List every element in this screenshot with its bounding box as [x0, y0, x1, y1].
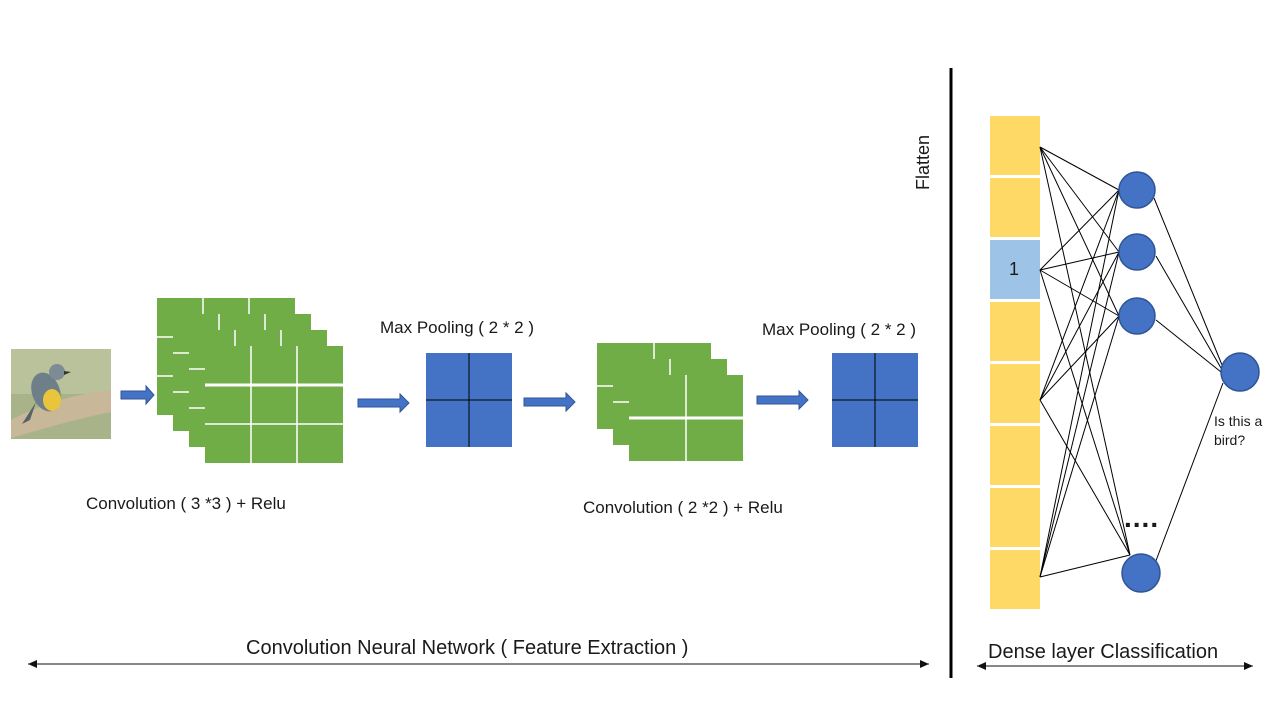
dense-connections: [1039, 146, 1224, 578]
pool2-label: Max Pooling ( 2 * 2 ): [762, 320, 917, 339]
flatten-cell-value: 1: [1009, 259, 1020, 279]
pool2-output: [832, 353, 918, 447]
flatten-label: Flatten: [913, 134, 934, 191]
hidden-neuron: [1121, 553, 1161, 593]
flatten-vector: [990, 116, 1040, 609]
flatten-cell-highlight: [990, 240, 1040, 299]
conv2-label: Convolution ( 2 *2 ) + Relu: [583, 498, 783, 517]
pool1-output: [426, 353, 512, 447]
arrow-conv1-to-pool1: [357, 392, 410, 414]
arrow-pool1-to-conv2: [523, 391, 576, 413]
dense-section-label: Dense layer Classification: [988, 641, 1219, 663]
arrow-input-to-conv1: [120, 384, 155, 406]
bird-photo-icon: [11, 349, 111, 439]
conv2-map-3: [629, 375, 743, 461]
hidden-layer: [1118, 171, 1161, 593]
output-neuron: [1220, 352, 1260, 392]
hidden-neuron: [1118, 233, 1156, 271]
pool1-label: Max Pooling ( 2 * 2 ): [380, 318, 535, 337]
flatten-cell: [990, 488, 1040, 547]
arrow-conv2-to-pool2: [756, 389, 809, 411]
flatten-cell: [990, 364, 1040, 423]
flatten-cell: [990, 550, 1040, 609]
conv1-map-4: [205, 346, 343, 463]
conv1-feature-maps: [157, 298, 343, 463]
hidden-neuron: [1118, 171, 1156, 209]
hidden-neuron: [1118, 297, 1156, 335]
ellipsis-label: ....: [1124, 502, 1160, 533]
cnn-section-label: Convolution Neural Network ( Feature Ext…: [246, 637, 689, 659]
conv1-label: Convolution ( 3 *3 ) + Relu: [86, 494, 286, 513]
conv2-feature-maps: [597, 343, 743, 461]
flatten-cell: [990, 426, 1040, 485]
output-question: Is this a bird?: [1214, 413, 1263, 448]
stage-arrows: [120, 384, 809, 414]
flatten-cell: [990, 116, 1040, 175]
flatten-cell: [990, 302, 1040, 361]
flatten-cell: [990, 178, 1040, 237]
